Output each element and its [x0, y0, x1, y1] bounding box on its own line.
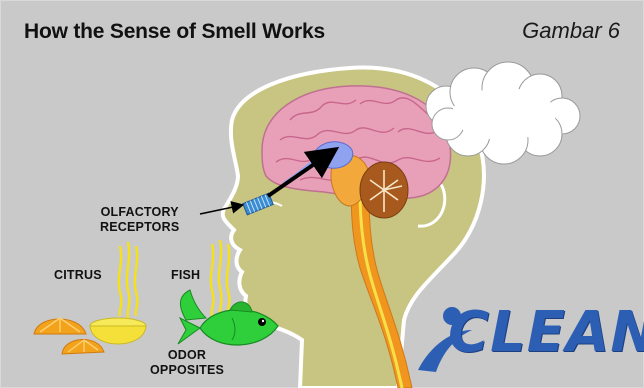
fish-odor-waves: [211, 240, 230, 318]
olfactory-bulb: [315, 142, 353, 169]
citrus-label: CITRUS: [54, 268, 102, 283]
olfactory-receptors-label: OLFACTORY RECEPTORS: [100, 205, 179, 235]
odor-opposites-label: ODOR OPPOSITES: [150, 348, 224, 378]
iclean-logo: CLEAN: [448, 300, 644, 365]
citrus-odor-waves: [119, 242, 138, 318]
citrus-icon: [34, 318, 146, 354]
fish-label: FISH: [171, 268, 200, 283]
cerebellum: [360, 162, 408, 218]
